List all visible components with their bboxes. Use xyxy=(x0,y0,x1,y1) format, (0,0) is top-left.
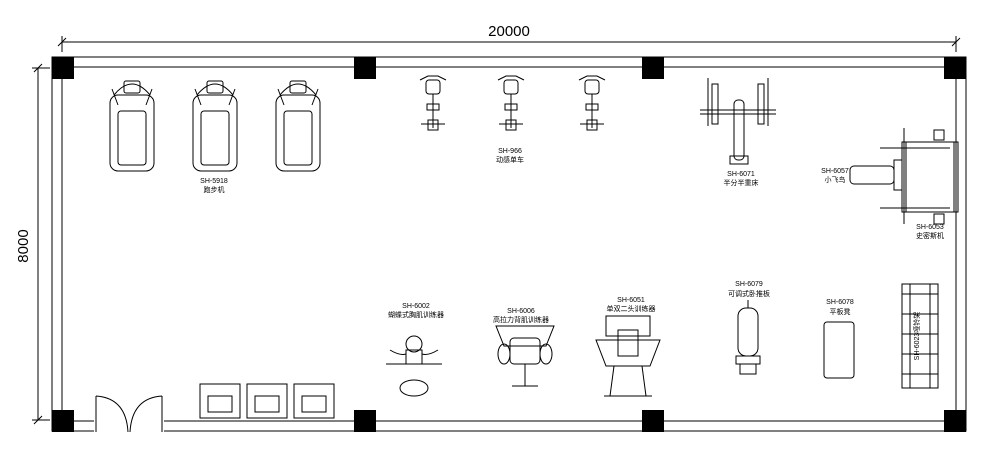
lat-pulldown-machine xyxy=(495,325,555,387)
butterfly-model: SH-6002 xyxy=(402,303,430,310)
flat-bench xyxy=(823,321,855,379)
dumbbell-rack-name: 哑铃架 xyxy=(912,312,921,333)
column xyxy=(354,57,376,79)
column xyxy=(944,57,966,79)
treadmill-model: SH-5918 xyxy=(200,178,228,185)
half-rack xyxy=(700,78,776,165)
treadmill xyxy=(192,80,238,172)
half-rack-name: 半分半重床 xyxy=(724,178,759,187)
width-dimension-label: 20000 xyxy=(488,23,530,40)
room-walls xyxy=(51,56,967,432)
biceps-model: SH-6051 xyxy=(617,297,645,304)
biceps-curl-machine xyxy=(595,315,661,397)
entrance-door xyxy=(94,395,164,433)
dumbbell-rack xyxy=(901,283,939,389)
lat-pull-model: SH-6006 xyxy=(507,308,535,315)
adjustable-bench-name: 可调式卧推板 xyxy=(728,289,770,298)
lat-pull-name: 高拉力背肌训练器 xyxy=(493,315,549,324)
dumbbell-rack-label: SH-6023哑铃架 xyxy=(912,312,921,361)
flat-bench-model: SH-6078 xyxy=(826,299,854,306)
pec-fly-machine xyxy=(386,335,442,397)
structural-columns xyxy=(52,57,966,432)
dumbbell-rack-model: SH-6023 xyxy=(914,333,921,361)
smith-name: 史密斯机 xyxy=(916,231,944,240)
bike-name: 动感单车 xyxy=(496,155,524,164)
bike-model: SH-966 xyxy=(498,148,522,155)
height-dimension-line xyxy=(32,63,50,425)
flat-bench-name: 平板凳 xyxy=(830,307,851,316)
sofa xyxy=(246,383,288,419)
bench-small-model: SH-6057 xyxy=(821,168,849,175)
half-rack-model: SH-6071 xyxy=(727,171,755,178)
butterfly-name: 蝴蝶式胸肌训练器 xyxy=(388,310,444,319)
biceps-name: 单双二头训练器 xyxy=(607,304,656,313)
column xyxy=(354,410,376,432)
height-dimension-label: 8000 xyxy=(15,229,32,262)
column xyxy=(944,410,966,432)
column xyxy=(52,57,74,79)
adjustable-bench xyxy=(735,300,761,375)
treadmill-name: 跑步机 xyxy=(204,185,225,194)
adjustable-bench-model: SH-6079 xyxy=(735,281,763,288)
sofa xyxy=(293,383,335,419)
column xyxy=(52,410,74,432)
spin-bike xyxy=(497,75,525,131)
lounge-sofas xyxy=(199,383,335,419)
bench-small-name: 小飞鸟 xyxy=(825,175,846,184)
flat-bench-small xyxy=(849,159,903,191)
smith-model: SH-6053 xyxy=(916,224,944,231)
treadmill xyxy=(275,80,321,172)
column xyxy=(642,57,664,79)
smith-machine xyxy=(880,128,959,225)
sofa xyxy=(199,383,241,419)
spin-bike xyxy=(419,75,447,131)
width-dimension-line xyxy=(57,36,961,52)
treadmill xyxy=(109,80,155,172)
column xyxy=(642,410,664,432)
spin-bike xyxy=(578,75,606,131)
